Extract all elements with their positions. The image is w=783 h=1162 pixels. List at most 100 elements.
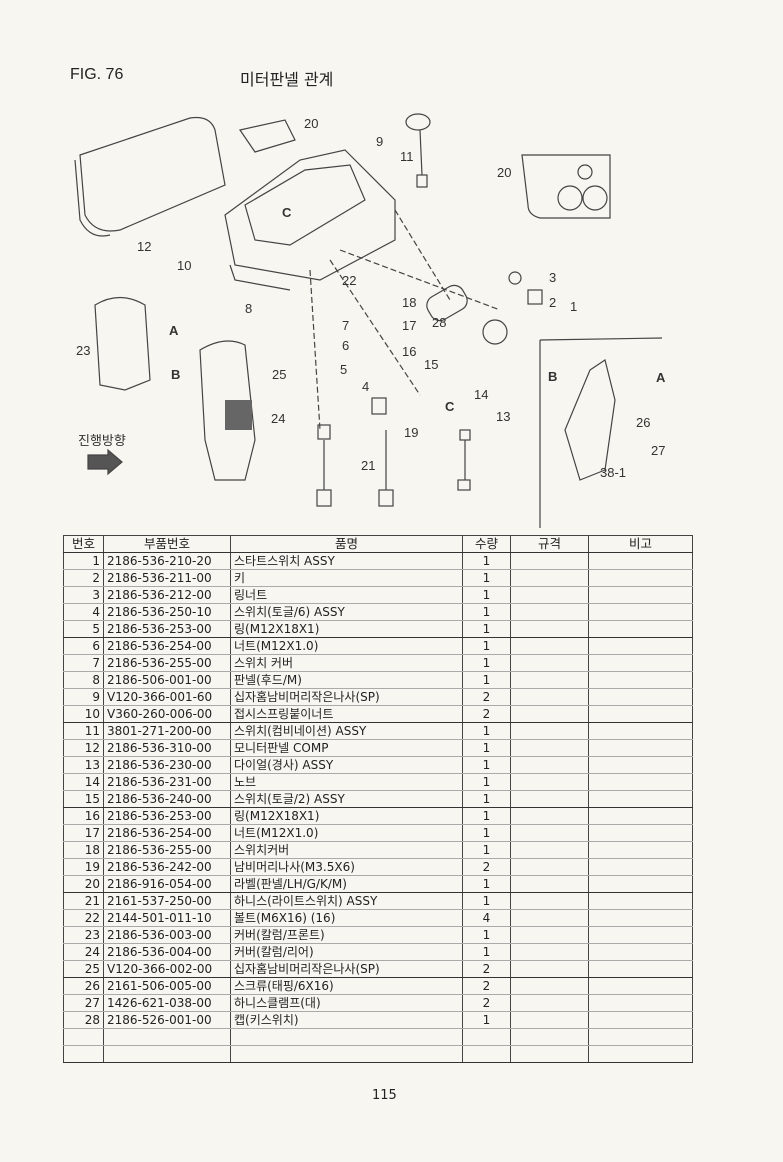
remarks (588, 722, 693, 740)
part-name: 커버(칼럼/프론트) (230, 926, 463, 944)
callout: 23 (76, 343, 90, 358)
part-name: 키 (230, 569, 463, 587)
part-name: 하니스(라이트스위치) ASSY (230, 892, 463, 910)
spec (510, 637, 589, 655)
quantity: 1 (462, 892, 511, 910)
part-number: 2186-536-253-00 (103, 620, 231, 638)
callout: 24 (271, 411, 285, 426)
row-number: 6 (63, 637, 104, 655)
empty-cell (462, 1028, 511, 1046)
remarks (588, 994, 693, 1012)
remarks (588, 671, 693, 689)
row-number: 26 (63, 977, 104, 995)
row-number: 21 (63, 892, 104, 910)
figure-number: FIG. 76 (70, 66, 124, 83)
row-number: 24 (63, 943, 104, 961)
remarks (588, 875, 693, 893)
callout: C (282, 205, 292, 220)
empty-cell (230, 1045, 463, 1063)
part-number: 2186-536-231-00 (103, 773, 231, 791)
part-name: 하니스클램프(대) (230, 994, 463, 1012)
part-number: 2186-536-004-00 (103, 943, 231, 961)
quantity: 2 (462, 705, 511, 723)
spec (510, 739, 589, 757)
row-number: 14 (63, 773, 104, 791)
callout: B (171, 367, 180, 382)
remarks (588, 705, 693, 723)
exploded-parts-diagram: 20 9 11 20 12 10 C 22 8 3 2 1 18 17 16 7… (74, 113, 666, 528)
quantity: 1 (462, 756, 511, 774)
page-number: 115 (372, 1088, 397, 1103)
empty-cell (510, 1045, 589, 1063)
spec (510, 909, 589, 927)
part-number: 2186-536-240-00 (103, 790, 231, 808)
remarks (588, 552, 693, 570)
remarks (588, 790, 693, 808)
diagram-drawing (74, 113, 663, 528)
part-name: 남비머리나사(M3.5X6) (230, 858, 463, 876)
remarks (588, 909, 693, 927)
part-number: 3801-271-200-00 (103, 722, 231, 740)
quantity: 1 (462, 926, 511, 944)
spec (510, 671, 589, 689)
spec (510, 824, 589, 842)
empty-cell (63, 1045, 104, 1063)
remarks (588, 688, 693, 706)
remarks (588, 603, 693, 621)
callout: 16 (402, 344, 416, 359)
callout: 6 (342, 338, 349, 353)
callout-labels: 20 9 11 20 12 10 C 22 8 3 2 1 18 17 16 7… (76, 116, 666, 480)
spec (510, 841, 589, 859)
part-name: 너트(M12X1.0) (230, 637, 463, 655)
row-number: 1 (63, 552, 104, 570)
callout: 15 (424, 357, 438, 372)
column-header: 수량 (462, 535, 511, 553)
remarks (588, 756, 693, 774)
quantity: 2 (462, 994, 511, 1012)
empty-cell (510, 1028, 589, 1046)
row-number: 27 (63, 994, 104, 1012)
callout: 11 (400, 149, 414, 164)
quantity: 2 (462, 688, 511, 706)
column-header: 규격 (510, 535, 589, 553)
quantity: 1 (462, 569, 511, 587)
part-name: 노브 (230, 773, 463, 791)
spec (510, 960, 589, 978)
callout: 4 (362, 379, 369, 394)
column-header: 비고 (588, 535, 693, 553)
spec (510, 586, 589, 604)
part-name: 볼트(M6X16) (16) (230, 909, 463, 927)
part-number: 2186-536-250-10 (103, 603, 231, 621)
row-number: 4 (63, 603, 104, 621)
remarks (588, 892, 693, 910)
quantity: 1 (462, 654, 511, 672)
callout: 18 (402, 295, 416, 310)
row-number: 2 (63, 569, 104, 587)
remarks (588, 926, 693, 944)
callout: 13 (496, 409, 510, 424)
part-name: 라벨(판넬/LH/G/K/M) (230, 875, 463, 893)
row-number: 7 (63, 654, 104, 672)
remarks (588, 654, 693, 672)
remarks (588, 569, 693, 587)
quantity: 1 (462, 671, 511, 689)
part-number: 2186-536-255-00 (103, 654, 231, 672)
quantity: 1 (462, 586, 511, 604)
quantity: 1 (462, 1011, 511, 1029)
part-name: 커버(칼럼/리어) (230, 943, 463, 961)
part-number: 2186-536-212-00 (103, 586, 231, 604)
callout: 12 (137, 239, 151, 254)
row-number: 17 (63, 824, 104, 842)
remarks (588, 858, 693, 876)
